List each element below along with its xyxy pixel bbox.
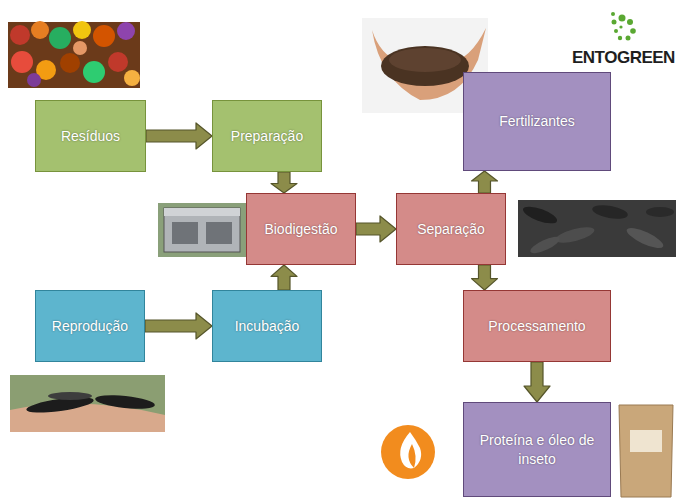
process-box: Biodigestão [246, 193, 356, 265]
box-label: Reprodução [52, 317, 128, 335]
flies-photo [10, 375, 165, 432]
box-label: Proteína e óleo de inseto [472, 431, 602, 467]
product-sack [619, 405, 673, 497]
logo-text: ENTOGREEN [572, 48, 675, 68]
block-arrow [472, 265, 498, 290]
box-label: Resíduos [61, 127, 120, 145]
process-box: Separação [396, 193, 506, 265]
process-box: Processamento [463, 290, 611, 362]
food-waste-photo [8, 21, 140, 88]
block-arrow [145, 313, 212, 339]
box-label: Incubação [235, 317, 300, 335]
output-box: Proteína e óleo de inseto [463, 402, 611, 497]
block-arrow [146, 123, 212, 149]
larvae-photo [518, 200, 676, 257]
block-arrow [356, 216, 396, 242]
box-label: Fertilizantes [499, 112, 574, 130]
biodigester-photo [158, 203, 248, 257]
box-label: Separação [417, 220, 485, 238]
block-arrow [524, 362, 550, 402]
process-box: Reprodução [35, 290, 145, 362]
box-label: Biodigestão [264, 220, 337, 238]
process-box: Preparação [212, 100, 322, 172]
process-box: Resíduos [35, 100, 146, 172]
process-box: Incubação [212, 290, 322, 362]
box-label: Processamento [488, 317, 585, 335]
output-box: Fertilizantes [463, 72, 611, 171]
block-arrow [271, 172, 297, 193]
block-arrow [472, 171, 498, 193]
block-arrow [271, 265, 297, 290]
flame-logo [381, 425, 435, 479]
box-label: Preparação [231, 127, 303, 145]
entogreen-spiral [611, 12, 636, 41]
